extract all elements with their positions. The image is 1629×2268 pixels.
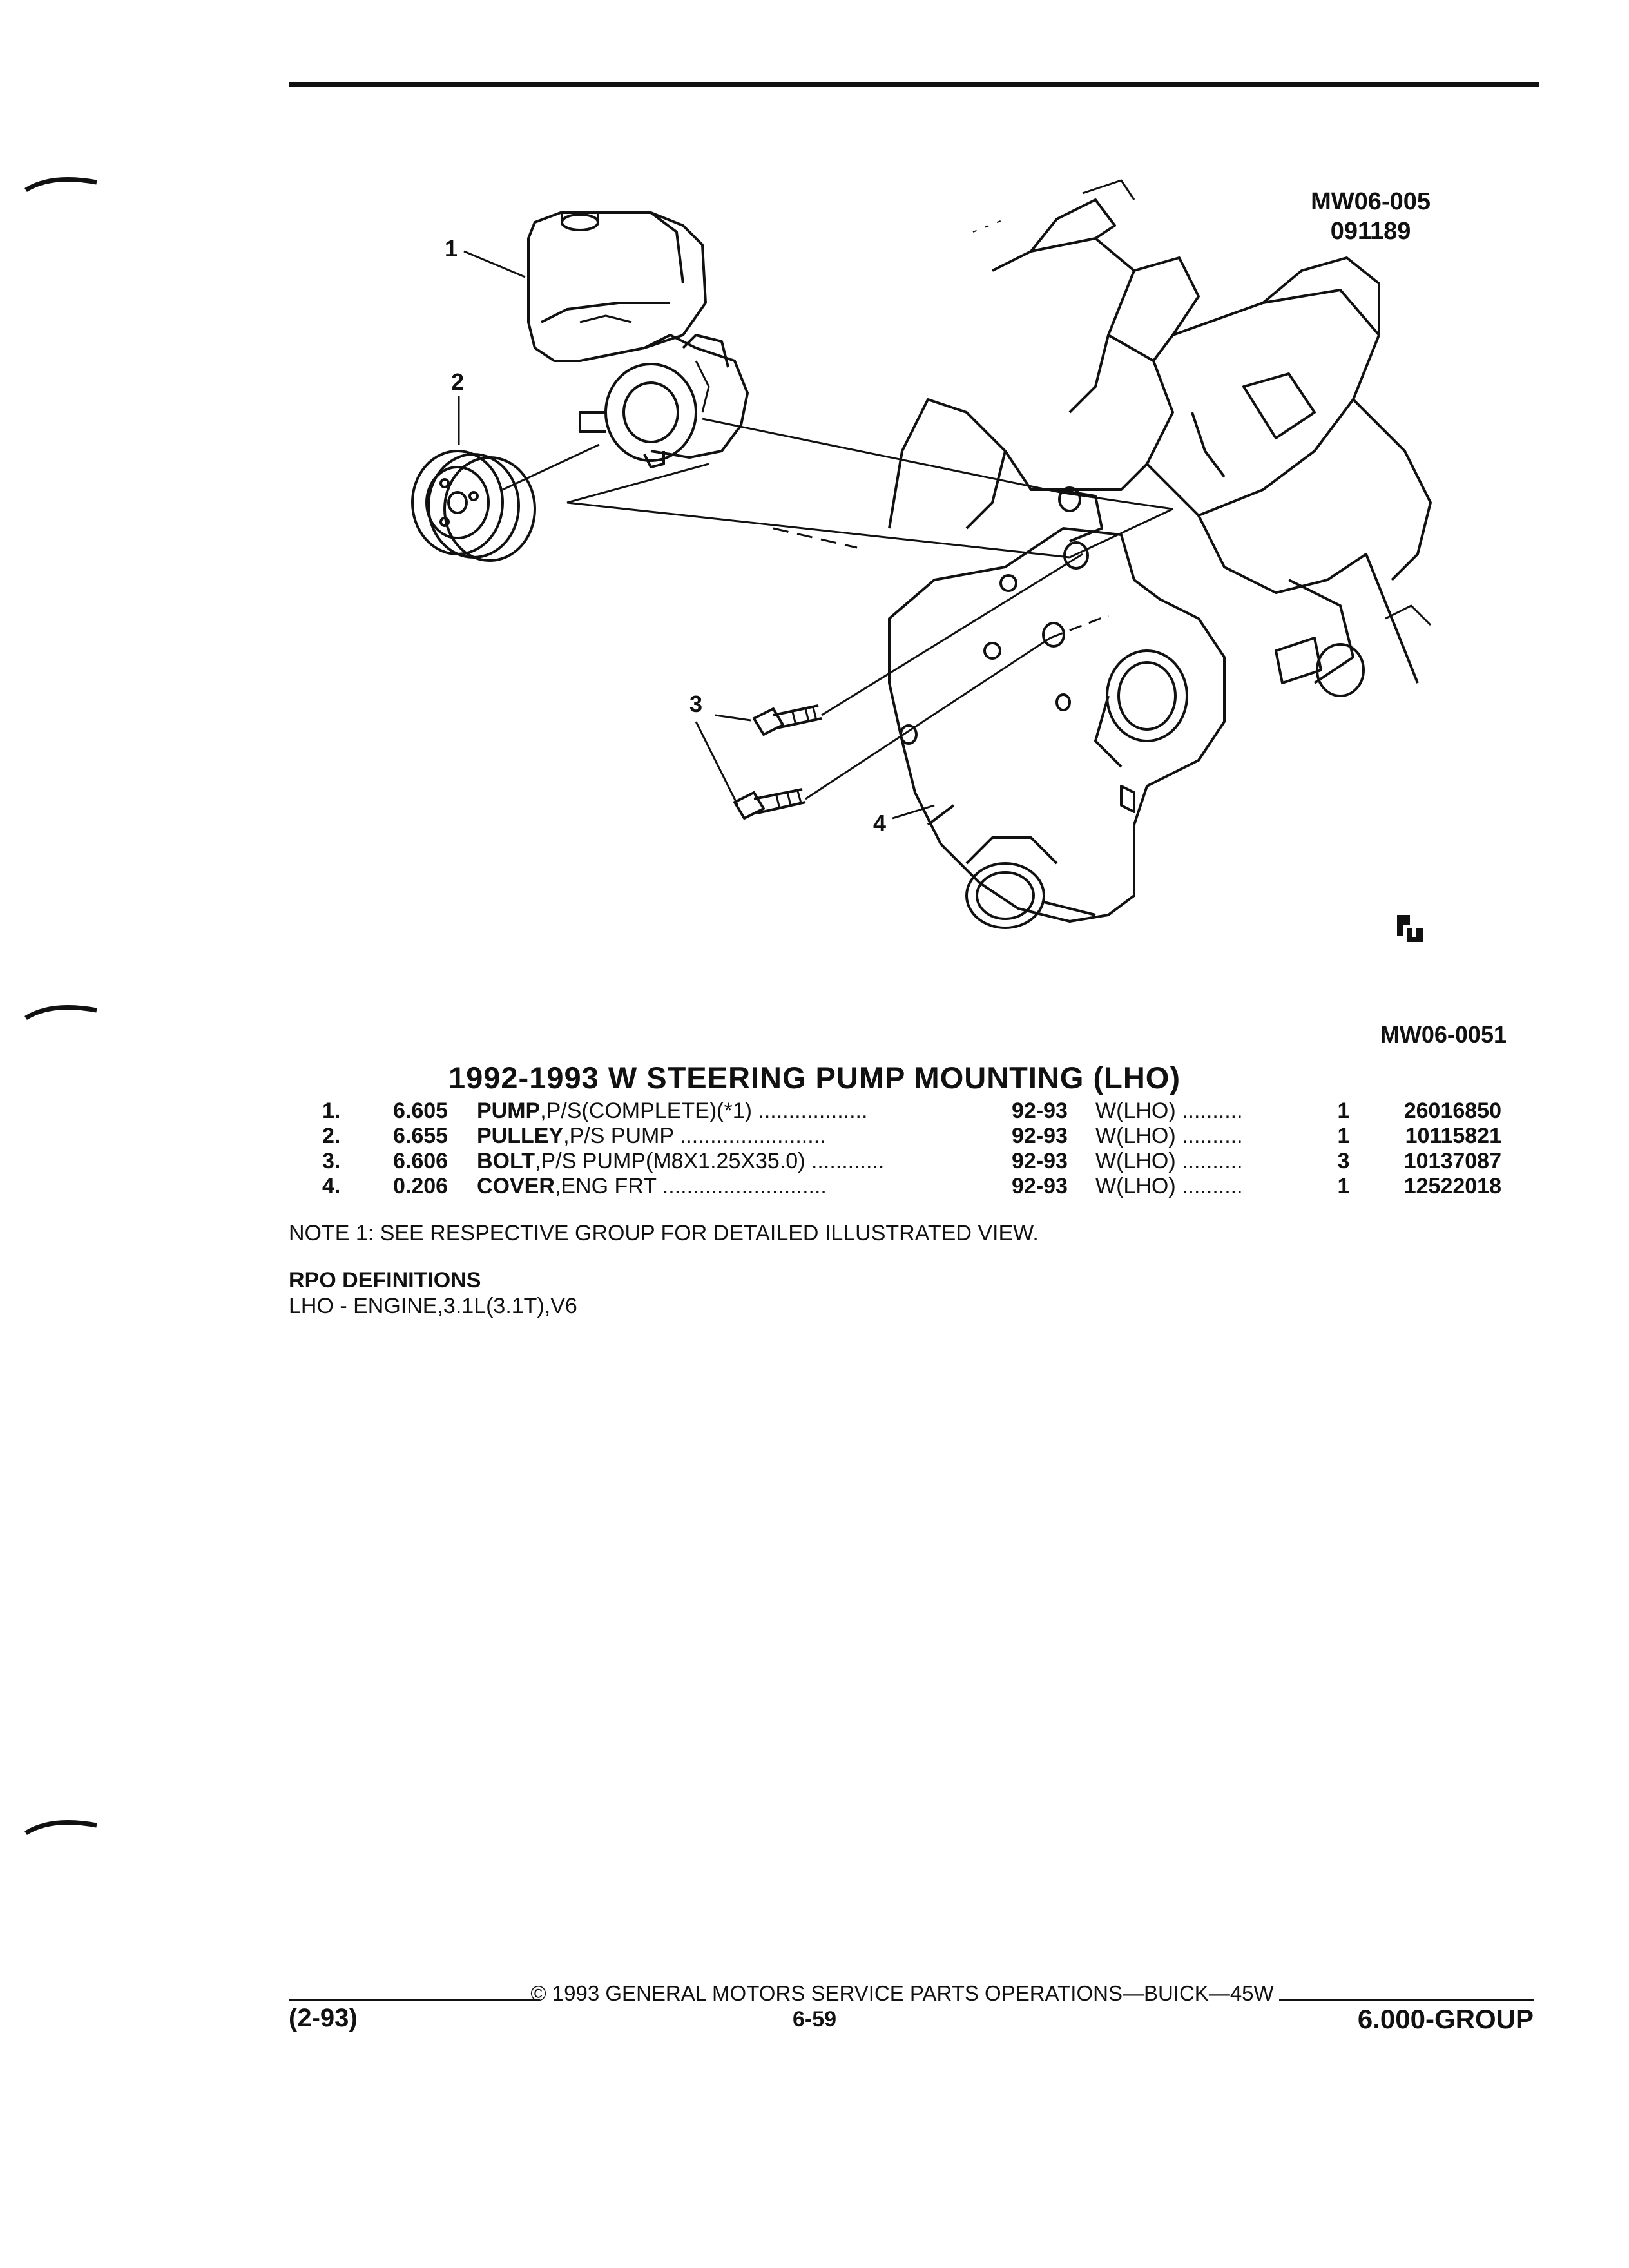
note: NOTE 1: SEE RESPECTIVE GROUP FOR DETAILE… — [289, 1221, 1039, 1245]
item-name: PULLEY — [477, 1124, 564, 1148]
item-leader: ............ — [805, 1149, 885, 1173]
binder-mark — [24, 177, 97, 193]
item-index: 4. — [322, 1174, 341, 1198]
item-code: 0.206 — [393, 1174, 448, 1198]
copyright: © 1993 GENERAL MOTORS SERVICE PARTS OPER… — [530, 1981, 1274, 2005]
table-row: 2. 6.655 PULLEY,P/S PUMP ...............… — [322, 1124, 1501, 1149]
date-code: (2-93) — [289, 2004, 358, 2032]
parts-table: 1. 6.605 PUMP,P/S(COMPLETE)(*1) ........… — [322, 1099, 1501, 1199]
item-leader: ........................ — [673, 1124, 826, 1148]
callout-2: 2 — [451, 369, 464, 395]
item-detail: ,P/S PUMP(M8X1.25X35.0) — [535, 1149, 805, 1173]
item-code: 6.606 — [393, 1149, 448, 1173]
item-qty: 1 — [1337, 1174, 1350, 1198]
callout-3: 3 — [689, 691, 702, 717]
item-body: W(LHO) .......... — [1095, 1124, 1243, 1148]
item-description: BOLT,P/S PUMP(M8X1.25X35.0) ............ — [477, 1149, 1012, 1174]
engine-block — [888, 179, 1432, 697]
item-years: 92-93 — [1012, 1149, 1068, 1173]
item-body: W(LHO) .......... — [1095, 1149, 1243, 1173]
item-name: COVER — [477, 1174, 555, 1198]
item-part-number: 12522018 — [1403, 1174, 1501, 1198]
pulley-part — [411, 450, 536, 562]
item-index: 2. — [322, 1124, 341, 1148]
item-index: 3. — [322, 1149, 341, 1173]
footer-rule-right — [1279, 1999, 1534, 2001]
item-detail: ,ENG FRT — [554, 1174, 657, 1198]
item-name: BOLT — [477, 1149, 535, 1173]
item-body: W(LHO) .......... — [1095, 1099, 1243, 1123]
item-code: 6.605 — [393, 1099, 448, 1123]
rpo-item: LHO - ENGINE,3.1L(3.1T),V6 — [289, 1294, 577, 1318]
callout-1: 1 — [445, 235, 458, 262]
gm-service-parts-mark-icon — [1397, 915, 1423, 942]
drawing-date: 091189 — [1330, 218, 1411, 245]
item-description: PULLEY,P/S PUMP ........................ — [477, 1124, 1012, 1149]
item-detail: ,P/S PUMP — [563, 1124, 674, 1148]
table-row: 1. 6.605 PUMP,P/S(COMPLETE)(*1) ........… — [322, 1099, 1501, 1124]
page-number: 6-59 — [792, 2007, 837, 2032]
item-code: 6.655 — [393, 1124, 448, 1148]
item-index: 1. — [322, 1099, 341, 1123]
item-qty: 3 — [1337, 1149, 1350, 1173]
alignment-lines — [502, 418, 1173, 800]
item-description: COVER,ENG FRT ..........................… — [477, 1174, 1012, 1199]
item-description: PUMP,P/S(COMPLETE)(*1) .................… — [477, 1099, 1012, 1124]
drawing-code: MW06-005 091189 — [1311, 187, 1431, 246]
footer-rule-left — [289, 1999, 540, 2001]
rpo-heading: RPO DEFINITIONS — [289, 1268, 481, 1293]
figure-reference: MW06-0051 — [1380, 1021, 1507, 1048]
item-detail: ,P/S(COMPLETE)(*1) — [540, 1099, 752, 1123]
item-part-number: 10115821 — [1405, 1124, 1501, 1148]
table-row: 3. 6.606 BOLT,P/S PUMP(M8X1.25X35.0) ...… — [322, 1149, 1501, 1174]
front-cover-part — [888, 486, 1226, 929]
item-qty: 1 — [1337, 1124, 1350, 1148]
page-title: 1992-1993 W STEERING PUMP MOUNTING (LHO) — [448, 1061, 1181, 1095]
item-qty: 1 — [1337, 1099, 1350, 1123]
power-steering-pump-part — [527, 211, 749, 468]
callout-4: 4 — [873, 810, 886, 836]
item-part-number: 26016850 — [1403, 1099, 1501, 1123]
group-label: 6.000-GROUP — [1357, 2004, 1534, 2034]
item-name: PUMP — [477, 1099, 541, 1123]
item-leader: .................. — [751, 1099, 868, 1123]
exploded-illustration: 1 2 3 4 — [411, 179, 1432, 942]
binder-mark — [24, 1005, 97, 1021]
top-rule — [289, 82, 1539, 87]
item-body: W(LHO) .......... — [1095, 1174, 1243, 1198]
item-part-number: 10137087 — [1403, 1149, 1501, 1173]
item-years: 92-93 — [1012, 1099, 1068, 1123]
table-row: 4. 0.206 COVER,ENG FRT .................… — [322, 1174, 1501, 1199]
binder-mark — [24, 1820, 97, 1836]
item-leader: ........................... — [656, 1174, 827, 1198]
item-years: 92-93 — [1012, 1174, 1068, 1198]
bolt-part — [733, 704, 822, 820]
callout-leaders — [458, 250, 935, 820]
drawing-code-number: MW06-005 — [1311, 188, 1431, 215]
item-years: 92-93 — [1012, 1124, 1068, 1148]
